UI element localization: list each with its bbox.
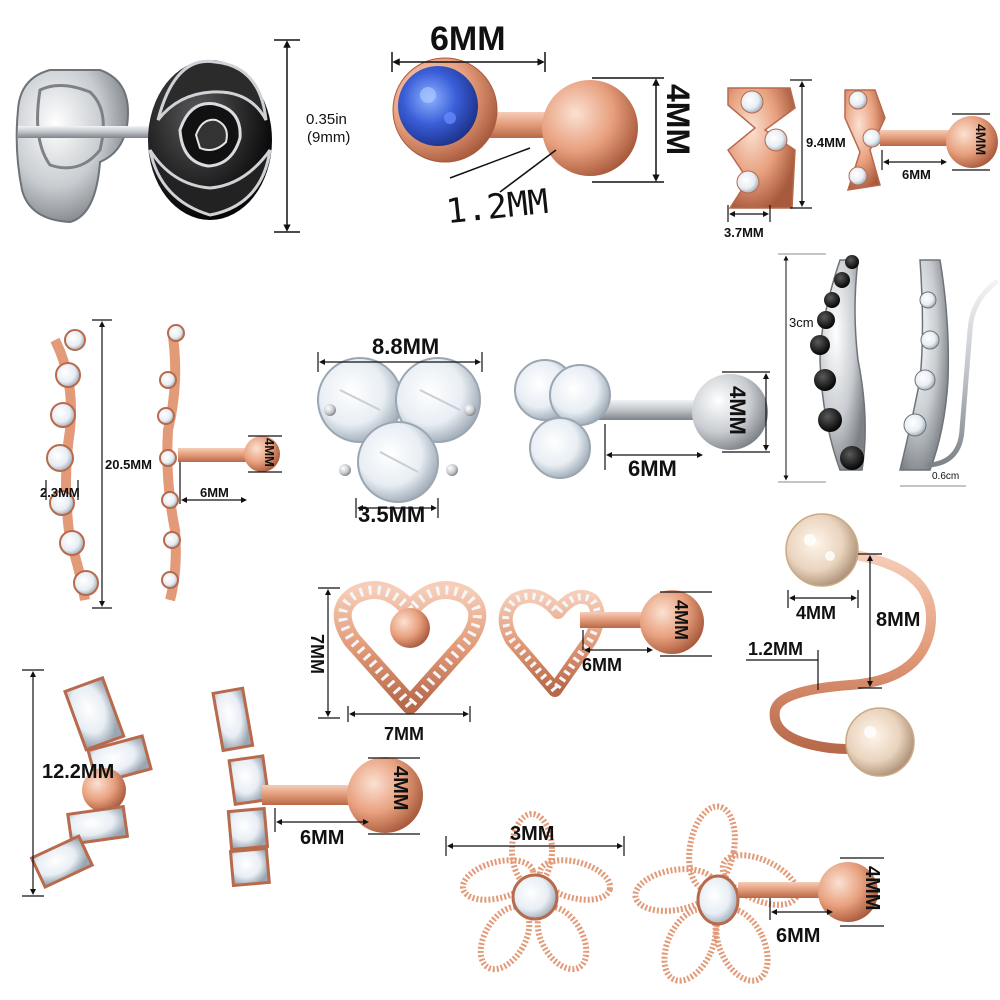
- spiral-gauge-label: 1.2MM: [748, 639, 804, 659]
- baguette-climber: [29, 675, 423, 890]
- blue-opal-icon: [398, 66, 478, 146]
- spiral-earring: [769, 513, 937, 777]
- crawler-wire-label: 0.6cm: [932, 471, 960, 482]
- heart-ball-label: 4MM: [671, 600, 691, 640]
- rose-stud: [15, 59, 272, 224]
- long-width-label: 2.3MM: [40, 485, 80, 500]
- spiral-dimensions: [746, 553, 882, 690]
- flower-dimensions: [445, 836, 884, 927]
- opal-bar-label: 1.2MM: [444, 181, 551, 233]
- trinity-width-label: 8.8MM: [372, 334, 440, 359]
- crawler-dimensions: [778, 253, 966, 487]
- heart-bar-label: 6MM: [582, 655, 622, 675]
- trinity-stone-label: 3.5MM: [358, 502, 426, 527]
- opal-stud: [392, 57, 638, 176]
- spiral-height-label: 8MM: [876, 609, 921, 631]
- opal-ball-label: 4MM: [660, 84, 696, 156]
- flower-stud: [459, 803, 878, 984]
- baguette-ball-label: 4MM: [389, 766, 411, 811]
- rose-height-mm-label: (9mm): [307, 129, 351, 146]
- star-ball-label: 4MM: [973, 124, 989, 156]
- long-ball-label: 4MM: [262, 438, 277, 467]
- heart-dimensions: [318, 587, 712, 722]
- star-climber: [726, 87, 998, 209]
- spiral-ball-label: 4MM: [796, 603, 836, 623]
- long-climber-dimensions: [45, 319, 282, 609]
- trinity-dimensions: [317, 352, 770, 518]
- flower-bar-label: 6MM: [776, 925, 821, 947]
- heart-stud: [333, 581, 704, 714]
- crawler: [810, 255, 999, 471]
- crawler-length-label: 3cm: [789, 315, 814, 330]
- trinity-bar-label: 6MM: [628, 456, 677, 481]
- rose-height-in-label: 0.35in: [306, 111, 347, 128]
- baguette-dimensions: [22, 669, 420, 897]
- baguette-length-label: 12.2MM: [42, 761, 115, 783]
- trinity-stud: [317, 357, 768, 503]
- star-height-label: 9.4MM: [806, 135, 846, 150]
- rose-height-dimension: [274, 39, 300, 233]
- opal-dimensions: [391, 52, 664, 193]
- long-length-label: 20.5MM: [105, 457, 152, 472]
- flower-ball-label: 4MM: [861, 866, 883, 911]
- baguette-bar-label: 6MM: [300, 827, 345, 849]
- star-dimensions: [727, 79, 990, 222]
- long-climber: [46, 324, 280, 602]
- opal-width-label: 6MM: [430, 20, 506, 58]
- trinity-ball-label: 4MM: [725, 386, 750, 435]
- flower-width-label: 3MM: [510, 823, 555, 845]
- heart-height-label: 7MM: [307, 634, 327, 674]
- long-bar-label: 6MM: [200, 485, 229, 500]
- rose-flower-icon: [148, 59, 272, 220]
- star-bar-label: 6MM: [902, 167, 931, 182]
- heart-width-label: 7MM: [384, 724, 424, 744]
- star-width-label: 3.7MM: [724, 225, 764, 240]
